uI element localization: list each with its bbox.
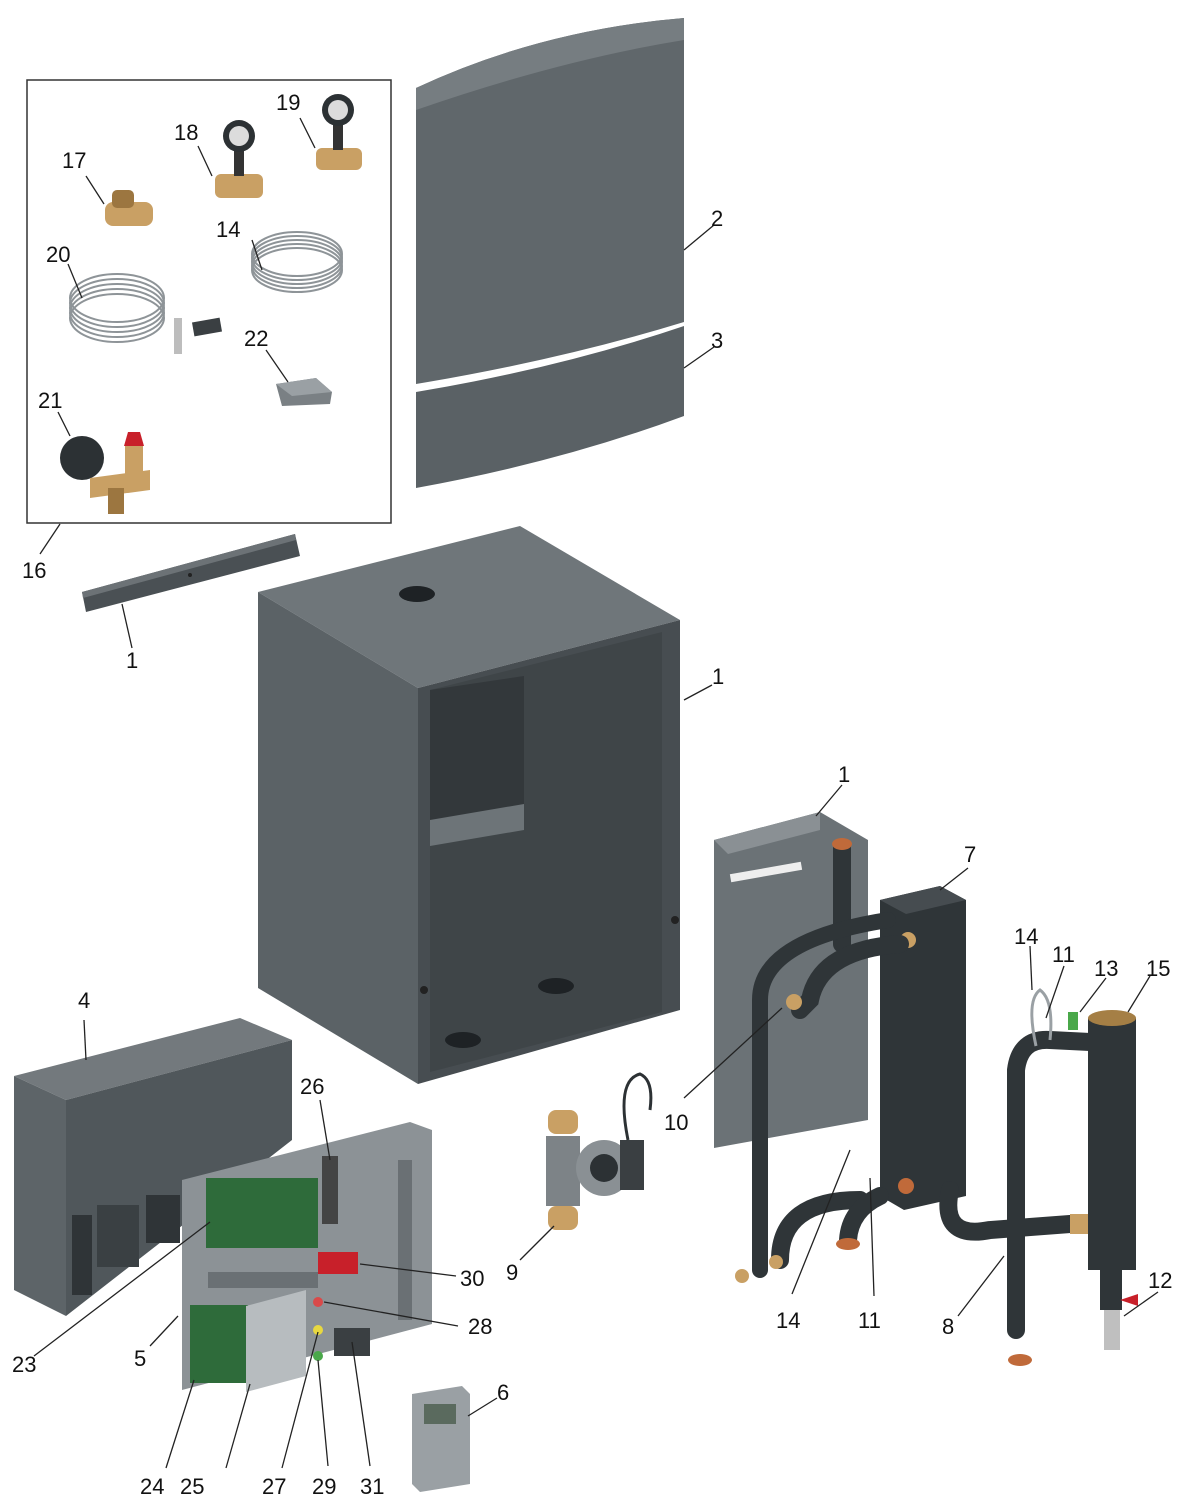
callout-3: 3 (711, 328, 723, 353)
control-box-cover (14, 1018, 292, 1316)
callout-25: 25 (180, 1474, 204, 1499)
callout-23: 23 (12, 1352, 36, 1377)
sensor-probe (174, 317, 223, 354)
control-panel (182, 1122, 432, 1392)
sensor-cable-loop (1030, 988, 1053, 1047)
insulated-pipework (735, 838, 1099, 1366)
callout-30: 30 (460, 1266, 484, 1291)
strainer-fitting (105, 190, 153, 226)
callout-20: 20 (46, 242, 70, 267)
callout-11-lower: 11 (858, 1308, 881, 1333)
safety-valve-group (60, 432, 150, 514)
main-cabinet-housing (258, 526, 680, 1084)
callout-1-cabinet: 1 (712, 664, 724, 689)
front-cover-upper (416, 18, 684, 384)
callout-1-rail: 1 (126, 648, 138, 673)
callout-4: 4 (78, 988, 90, 1013)
callout-17: 17 (62, 148, 86, 173)
front-cover-lower (416, 326, 684, 488)
callout-29: 29 (312, 1474, 336, 1499)
room-controller (412, 1386, 470, 1492)
callout-14-lower: 14 (776, 1308, 800, 1333)
sensor-cable-coil-20 (69, 273, 165, 343)
callout-10: 10 (664, 1110, 688, 1135)
callout-14-kit: 14 (216, 217, 240, 242)
sensor-cable-coil-kit (251, 231, 343, 293)
air-vent (1068, 1012, 1078, 1030)
callout-24: 24 (140, 1474, 164, 1499)
mounting-rail (82, 534, 300, 612)
callout-27: 27 (262, 1474, 286, 1499)
callout-1-module: 1 (838, 762, 850, 787)
callout-19: 19 (276, 90, 300, 115)
circulation-pump (546, 1072, 653, 1230)
callout-11-upper: 11 (1052, 942, 1075, 967)
callout-26: 26 (300, 1074, 324, 1099)
callout-21: 21 (38, 388, 62, 413)
hydraulic-separator (1070, 1010, 1138, 1350)
sensor-housing (276, 378, 332, 406)
callout-18: 18 (174, 120, 198, 145)
callout-14-right: 14 (1014, 924, 1038, 949)
leader-lines (33, 117, 1159, 1469)
callout-8: 8 (942, 1314, 954, 1339)
valve-with-gauge-19 (316, 94, 362, 170)
callout-9: 9 (506, 1260, 518, 1285)
callout-2: 2 (711, 206, 723, 231)
callout-6: 6 (497, 1380, 509, 1405)
callout-22: 22 (244, 326, 268, 351)
callout-7: 7 (964, 842, 976, 867)
callout-12: 12 (1148, 1268, 1172, 1293)
callout-31: 31 (360, 1474, 384, 1499)
callout-labels: 1 1 1 2 3 4 5 6 7 8 9 10 11 11 12 13 14 … (12, 90, 1172, 1499)
accessory-kit-frame (26, 79, 392, 524)
callout-13: 13 (1094, 956, 1118, 981)
callout-28: 28 (468, 1314, 492, 1339)
callout-15: 15 (1146, 956, 1170, 981)
plate-heat-exchanger (880, 886, 966, 1210)
callout-5: 5 (134, 1346, 146, 1371)
valve-with-gauge-18 (215, 120, 263, 198)
callout-16: 16 (22, 558, 46, 583)
